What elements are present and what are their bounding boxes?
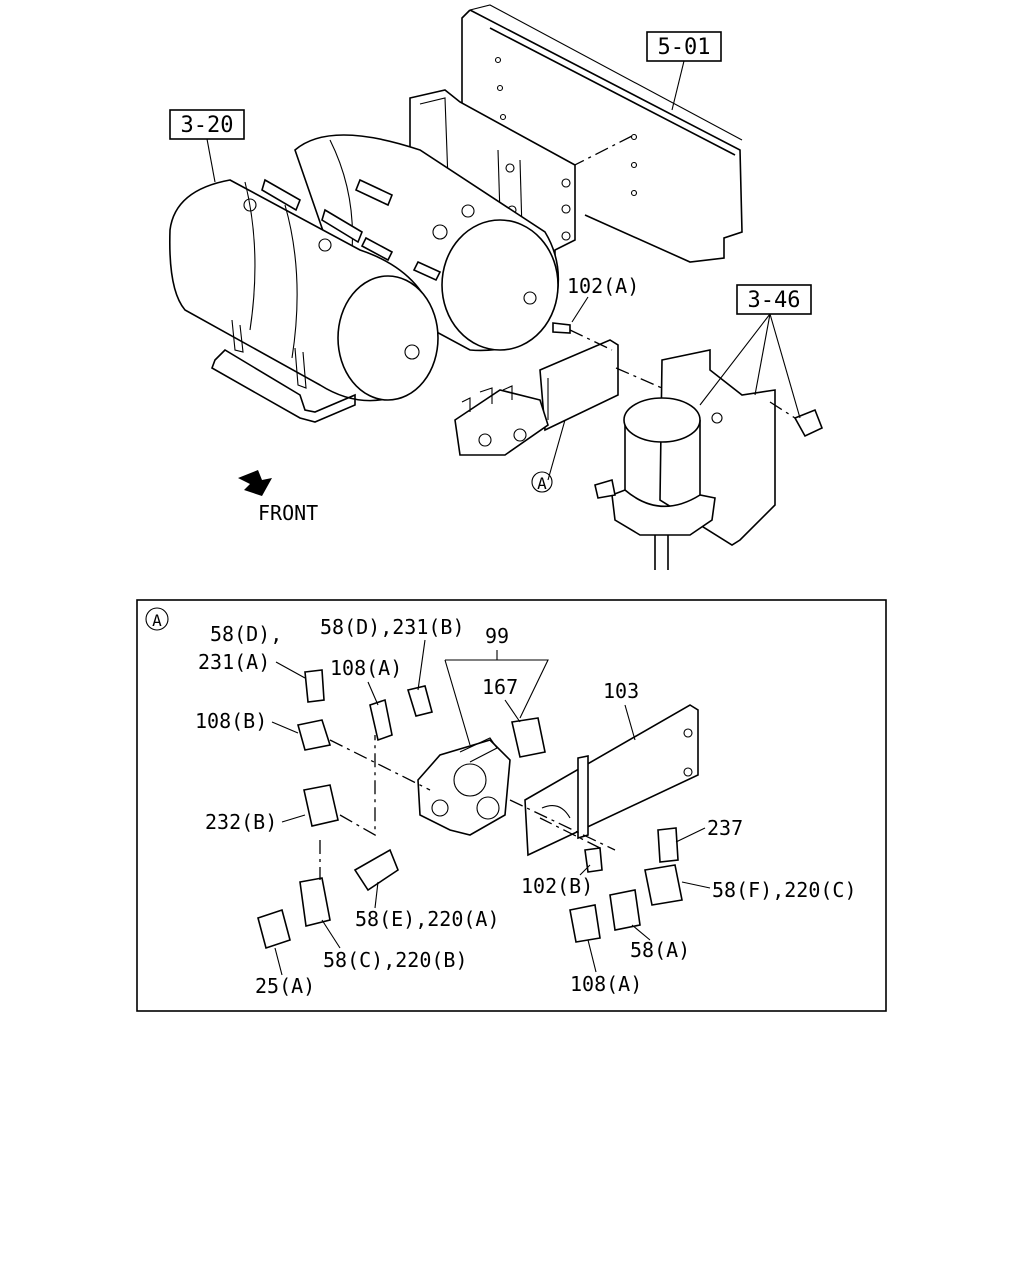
label-58d-231a-line1: 58(D),: [210, 622, 282, 646]
reference-frame-box: 5-01: [646, 31, 722, 111]
frame-rail: [461, 4, 743, 263]
callout-a-detail-text: A: [152, 611, 162, 630]
label-58a: 58(A): [630, 938, 690, 962]
label-102a: 102(A): [567, 274, 639, 298]
label-99: 99: [485, 624, 509, 648]
label-58f-220c: 58(F),220(C): [712, 878, 857, 902]
label-58d-231a-line2: 231(A): [198, 650, 270, 674]
reference-dryer-box: 3-46: [699, 284, 812, 419]
label-58d-231b: 58(D),231(B): [320, 615, 465, 639]
reference-frame-text: 5-01: [658, 35, 711, 60]
tank-cradle: [211, 319, 356, 423]
callout-a-upper: A: [531, 471, 553, 493]
label-237: 237: [707, 816, 743, 840]
reference-tanks-box: 3-20: [169, 109, 245, 183]
air-tank-front: [168, 178, 442, 402]
label-167: 167: [482, 675, 518, 699]
label-232b: 232(B): [205, 810, 277, 834]
front-arrow-icon: [238, 470, 272, 496]
air-dryer: [594, 349, 824, 570]
label-58e-220a: 58(E),220(A): [355, 907, 500, 931]
label-58c-220b: 58(C),220(B): [323, 948, 468, 972]
detail-a-panel: A: [136, 599, 887, 1012]
detail-valve-99: [417, 737, 511, 836]
detail-bracket-103: [524, 704, 699, 857]
label-108a-bottom: 108(A): [570, 972, 642, 996]
callout-a-upper-text: A: [537, 474, 547, 493]
reference-tanks-text: 3-20: [181, 113, 234, 138]
label-108b: 108(B): [195, 709, 267, 733]
label-108a-top: 108(A): [330, 656, 402, 680]
label-102b: 102(B): [521, 874, 593, 898]
front-label: FRONT: [258, 501, 318, 525]
label-25a: 25(A): [255, 974, 315, 998]
detail-fittings: [257, 659, 683, 950]
label-103: 103: [603, 679, 639, 703]
reference-dryer-text: 3-46: [748, 288, 801, 313]
valve-bracket-assembly: [454, 322, 663, 481]
